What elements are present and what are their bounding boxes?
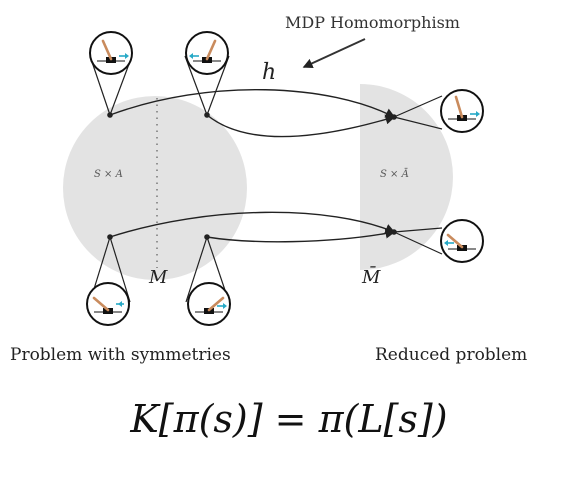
equivariance-equation: K[π(s)] = π(L[s]): [129, 397, 447, 441]
callout-lines: [89, 55, 443, 303]
mapping-arrow: [206, 228, 396, 243]
reduced-state-action-region: [360, 84, 453, 270]
m-bar-label: M̄: [361, 265, 381, 288]
mdp-homomorphism-label: MDP Homomorphism: [285, 13, 460, 32]
symmetric-state-action-region: [63, 96, 247, 280]
pendulum-left-icon: [440, 219, 484, 263]
mapping-arrow: [109, 211, 396, 238]
mapping-arrow: [109, 89, 396, 118]
state-points: [107, 112, 397, 240]
right-set-label: S × Ā: [380, 168, 409, 180]
left-set-label: S × A: [94, 169, 123, 180]
pendulum-left-icon: [86, 282, 130, 326]
right-caption: Reduced problem: [375, 345, 527, 365]
mapping-arrow: [206, 114, 396, 138]
pendulum-right-icon: [187, 282, 231, 326]
annotation-arrow: [302, 38, 366, 68]
homomorphism-arrows: [109, 89, 396, 243]
pendulum-right-icon: [440, 89, 484, 133]
left-caption: Problem with symmetries: [10, 345, 231, 365]
m-label: M: [148, 267, 168, 288]
pendulum-left-icon: [185, 31, 229, 75]
pendulum-right-icon: [89, 31, 133, 75]
h-label: h: [262, 60, 276, 85]
